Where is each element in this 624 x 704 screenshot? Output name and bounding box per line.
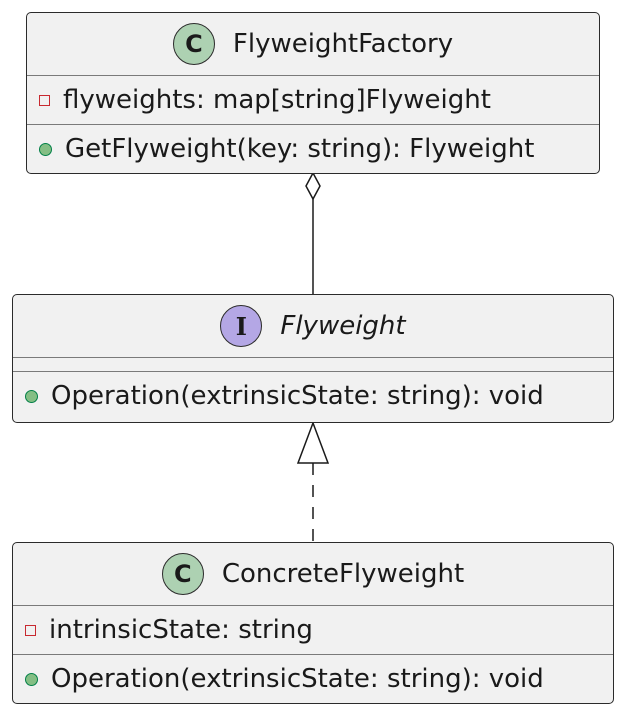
concrete-flyweight-attribute: intrinsicState: string bbox=[13, 606, 613, 654]
flyweight-factory-title: FlyweightFactory bbox=[232, 29, 454, 59]
realization-arrowhead bbox=[296, 420, 330, 464]
divider bbox=[13, 371, 613, 372]
concrete-flyweight-header: C ConcreteFlyweight bbox=[13, 543, 613, 605]
public-visibility-icon bbox=[39, 142, 52, 156]
interface-stereotype-icon: I bbox=[220, 305, 263, 347]
public-visibility-icon bbox=[25, 389, 38, 403]
divider bbox=[13, 605, 613, 606]
concrete-flyweight-class[interactable]: C ConcreteFlyweight intrinsicState: stri… bbox=[12, 542, 614, 704]
flyweight-interface[interactable]: I Flyweight Operation(extrinsicState: st… bbox=[12, 294, 614, 423]
public-visibility-icon bbox=[25, 672, 38, 686]
attribute-text: intrinsicState: string bbox=[49, 615, 313, 645]
divider bbox=[13, 654, 613, 655]
class-stereotype-icon: C bbox=[172, 23, 215, 65]
method-text: GetFlyweight(key: string): Flyweight bbox=[65, 134, 535, 164]
flyweight-method: Operation(extrinsicState: string): void bbox=[13, 372, 613, 420]
divider bbox=[13, 357, 613, 358]
method-text: Operation(extrinsicState: string): void bbox=[51, 664, 544, 694]
private-visibility-icon bbox=[25, 624, 36, 636]
divider bbox=[27, 75, 599, 76]
flyweight-factory-attribute: flyweights: map[string]Flyweight bbox=[27, 76, 599, 124]
method-text: Operation(extrinsicState: string): void bbox=[51, 381, 544, 411]
flyweight-factory-class[interactable]: C FlyweightFactory flyweights: map[strin… bbox=[26, 12, 600, 174]
flyweight-title: Flyweight bbox=[280, 311, 406, 341]
flyweight-header: I Flyweight bbox=[13, 295, 613, 357]
class-stereotype-icon: C bbox=[161, 553, 204, 595]
aggregation-diamond bbox=[305, 171, 321, 201]
flyweight-factory-header: C FlyweightFactory bbox=[27, 13, 599, 75]
attribute-text: flyweights: map[string]Flyweight bbox=[63, 85, 491, 115]
concrete-flyweight-title: ConcreteFlyweight bbox=[221, 559, 465, 589]
concrete-flyweight-method: Operation(extrinsicState: string): void bbox=[13, 655, 613, 703]
private-visibility-icon bbox=[39, 94, 50, 106]
empty-attributes-section bbox=[13, 358, 613, 371]
flyweight-factory-method: GetFlyweight(key: string): Flyweight bbox=[27, 125, 599, 173]
divider bbox=[27, 124, 599, 125]
